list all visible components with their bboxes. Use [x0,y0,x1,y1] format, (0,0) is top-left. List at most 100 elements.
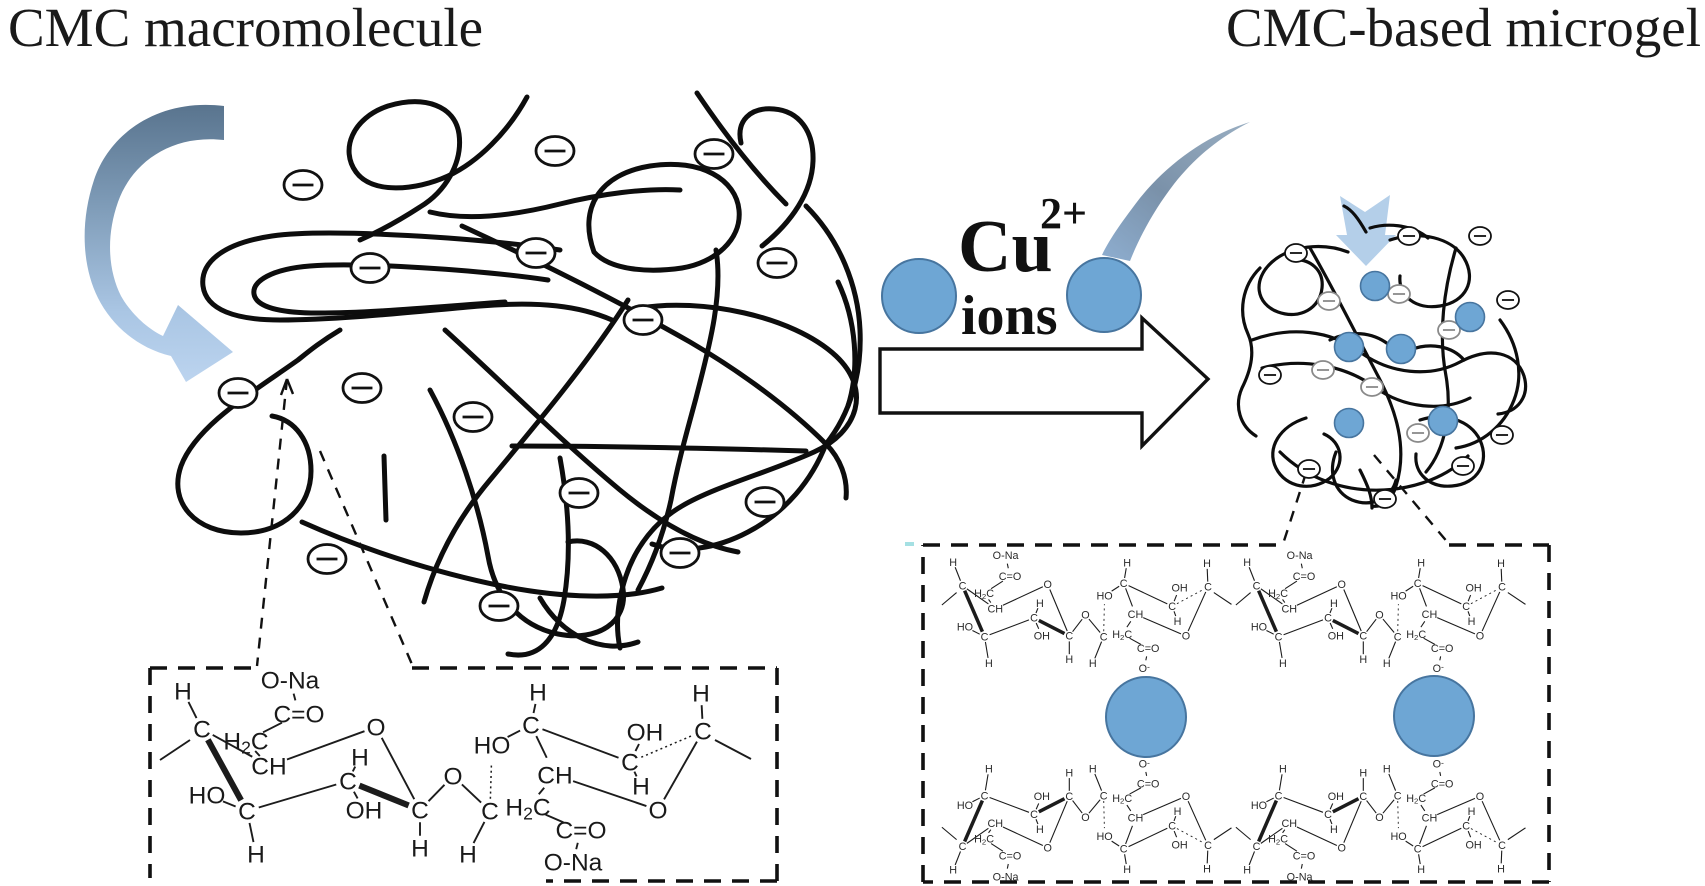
bond [1436,797,1476,816]
atom-label: OH [1034,791,1050,803]
atom-label: OH [346,797,383,824]
atom-label: O-​ [1433,662,1444,675]
bond [1173,816,1177,822]
atom-label: C [959,841,967,853]
atom-label: C=O [273,701,324,728]
atom-label: H [692,680,710,707]
atom-label: C [1359,791,1367,803]
atom-label: H [1330,598,1338,610]
bond [1187,800,1207,841]
atom-label: C [981,790,989,802]
bond [954,851,962,866]
negative-charge-icon [515,237,557,269]
atom-label: H2​C [505,794,550,823]
cu-ion-dot [1454,301,1486,333]
bond [1128,827,1168,848]
bond [1129,787,1142,795]
bond [212,734,253,758]
crosslinked-chain-unit: HO-NaC=OCH2​CCHOHCHOCOHHCHOCHHOCHCHH2​CC… [1235,757,1526,884]
crosslinked-chain-unit: HO-NaC=OCH2​CCHOHCHOCOHHCHOCHHOCHCHH2​CC… [1235,550,1526,675]
bond [286,730,365,761]
bond [1257,590,1278,633]
atom-label: H2​C [1406,629,1426,642]
bond [1332,797,1360,814]
atom-label: H [1243,865,1251,877]
bond [1284,580,1298,590]
bond [1006,863,1009,869]
cu-ion-dot [1333,331,1365,363]
callout-arrow-tip [279,378,295,396]
atom-label: H2​C [974,588,994,601]
atom-label: CH [1128,813,1144,825]
bond [984,641,989,659]
anion-symbols-macromolecule [217,135,798,622]
atom-label: HO [1390,831,1406,843]
bond [1366,618,1377,633]
atom-label: C [1065,631,1073,643]
atom-label: H [351,744,369,771]
atom-label: CH [987,603,1003,615]
atom-label: C [1030,613,1038,625]
bond [542,728,619,759]
atom-label: C [1498,582,1506,594]
atom-label: C [1359,631,1367,643]
atom-label: O [1338,842,1346,854]
atom-label: H [1468,616,1476,628]
bond [1173,830,1178,838]
bond [1388,641,1397,659]
atom-label: H [1359,767,1367,779]
atom-label: C [694,718,712,745]
bond [989,797,1030,813]
bond [187,701,198,719]
bond [1002,826,1044,846]
negative-charge-icon [1437,320,1461,340]
bond [545,813,564,824]
bond [507,729,521,738]
bond [1366,800,1377,814]
bond [663,741,698,800]
negative-charge-icon [1317,291,1341,311]
atom-label: H [1089,764,1097,776]
cmc-repeat-unit-structure: HO-NaC=OCH2​CCHOHCHOCOHHCHOCHHOCHCHH2​CC… [159,667,752,876]
negative-charge-icon [1297,459,1321,479]
atom-label: C [1275,790,1283,802]
atom-label: O [1338,579,1346,591]
cu-ion-dot [1359,270,1391,302]
atom-label: H [529,679,547,706]
bond [380,737,416,800]
atom-label: H [411,835,429,862]
atom-label: C [1030,809,1038,821]
bond [1420,804,1426,812]
bond [1419,588,1427,607]
negative-charge-icon [693,138,735,170]
reaction-arrow-icon [878,314,1211,451]
atom-label: H [1497,863,1505,875]
bond [1006,563,1009,569]
atom-label: CH [1422,609,1438,621]
atom-label: C=O [555,817,606,844]
negative-charge-icon [1468,226,1492,246]
bond [1329,607,1333,614]
bond [1173,611,1177,617]
crosslink-cu-ion-circles [1105,675,1475,758]
atom-label: C [1065,791,1073,803]
bond [1035,803,1040,810]
bond [1382,618,1395,633]
negative-charge-icon [756,247,798,279]
atom-label: H [1279,658,1287,670]
bond [1126,804,1132,812]
atom-label: H [1123,864,1131,876]
atom-label: C [522,712,540,739]
atom-label: O [1081,812,1089,824]
atom-label: H [1243,557,1251,569]
bond [248,822,255,843]
atom-label: H [985,658,993,670]
bond [1038,797,1066,814]
bond [1500,568,1503,582]
bond [1072,800,1083,814]
negative-charge-icon [349,252,391,284]
atom-label: O [1182,791,1190,803]
bond [634,743,640,752]
crosslink-cu-ion-circle [1105,676,1187,758]
